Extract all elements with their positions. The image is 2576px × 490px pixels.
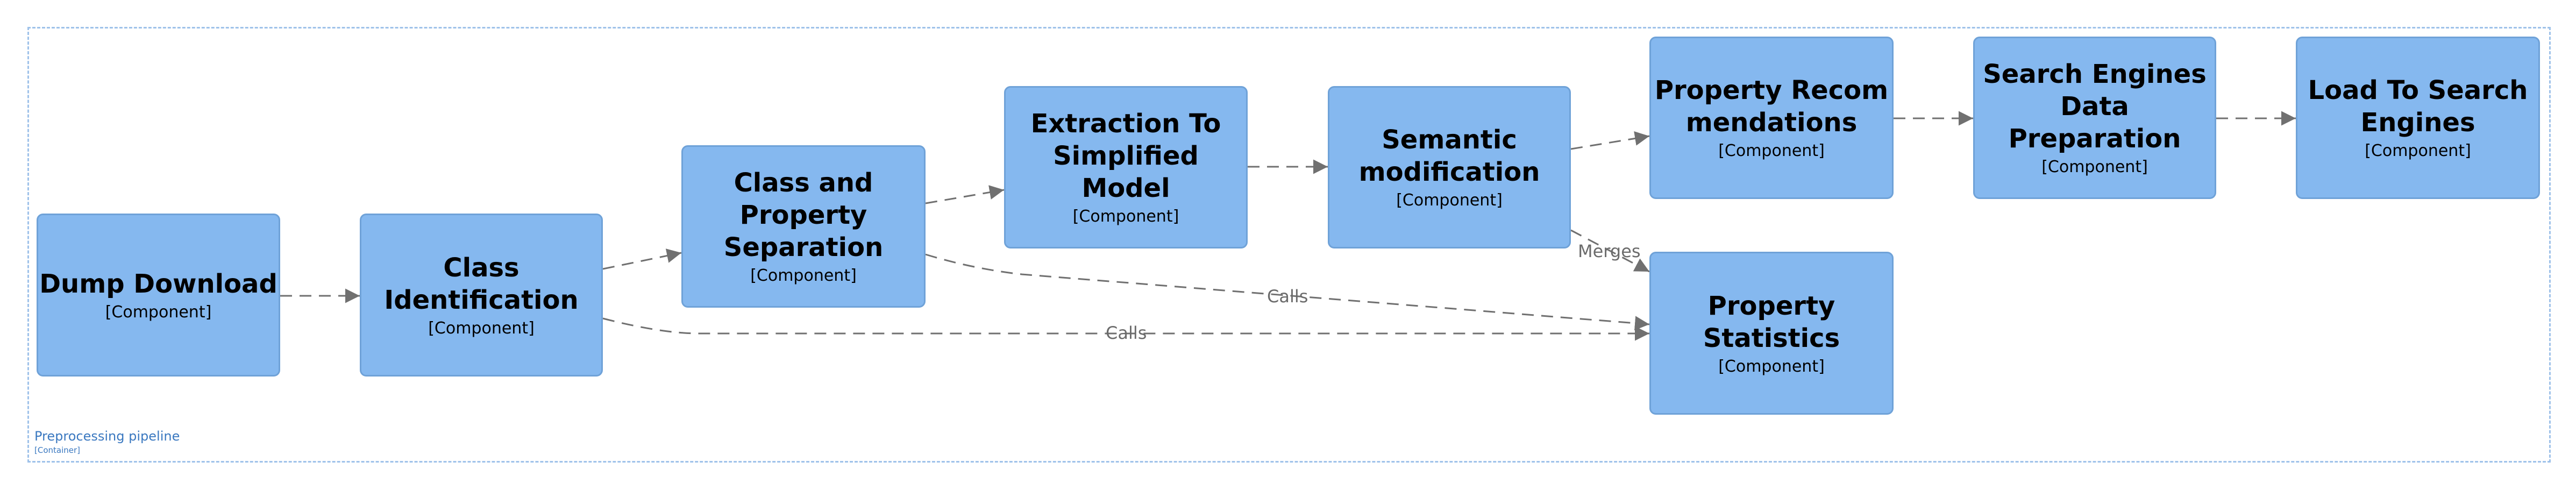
- component-title: Property Recom mendations: [1654, 75, 1889, 138]
- component-dump-download[interactable]: Dump Download [Component]: [37, 214, 280, 377]
- component-type: [Component]: [2365, 141, 2471, 160]
- component-title: Search Engines Data Preparation: [1983, 59, 2207, 154]
- component-type: [Component]: [1718, 357, 1825, 376]
- component-class-identification[interactable]: Class Identification [Component]: [360, 214, 603, 377]
- component-load-to-search-engines[interactable]: Load To Search Engines [Component]: [2296, 37, 2540, 199]
- container-type: [Container]: [34, 445, 81, 455]
- container-name: Preprocessing pipeline: [34, 429, 180, 444]
- edge-label-merges: Merges: [1578, 241, 1641, 261]
- component-search-engines-data-preparation[interactable]: Search Engines Data Preparation [Compone…: [1973, 37, 2216, 199]
- component-title: Class Identification: [384, 252, 579, 315]
- component-property-statistics[interactable]: Property Statistics [Component]: [1649, 252, 1894, 415]
- component-type: [Component]: [428, 318, 535, 338]
- edge-identification-to-separation: [602, 248, 682, 270]
- edge-separation-to-extraction: [925, 185, 1005, 204]
- component-semantic-modification[interactable]: Semantic modification [Component]: [1328, 86, 1571, 248]
- component-type: [Component]: [105, 302, 212, 322]
- component-extraction-simplified-model[interactable]: Extraction To Simplified Model [Componen…: [1004, 86, 1248, 248]
- component-class-property-separation[interactable]: Class and Property Separation [Component…: [681, 145, 926, 308]
- container-boundary: [27, 27, 2551, 463]
- component-property-recommendations[interactable]: Property Recom mendations [Component]: [1649, 37, 1894, 199]
- edge-label-calls-2: Calls: [1106, 323, 1147, 343]
- component-title: Property Statistics: [1703, 290, 1840, 353]
- edge-semantic-to-statistics: [1570, 229, 1650, 273]
- component-type: [Component]: [1396, 191, 1503, 210]
- edge-semantic-to-recommendations: [1570, 131, 1650, 150]
- component-title: Load To Search Engines: [2308, 75, 2528, 138]
- component-title: Semantic modification: [1358, 125, 1540, 187]
- component-type: [Component]: [2041, 158, 2148, 176]
- edge-label-calls-1: Calls: [1267, 286, 1308, 307]
- component-type: [Component]: [750, 266, 857, 285]
- component-title: Class and Property Separation: [723, 168, 884, 262]
- component-title: Extraction To Simplified Model: [1030, 109, 1221, 203]
- component-title: Dump Download: [39, 268, 277, 299]
- component-type: [Component]: [1718, 141, 1825, 160]
- component-type: [Component]: [1072, 207, 1179, 226]
